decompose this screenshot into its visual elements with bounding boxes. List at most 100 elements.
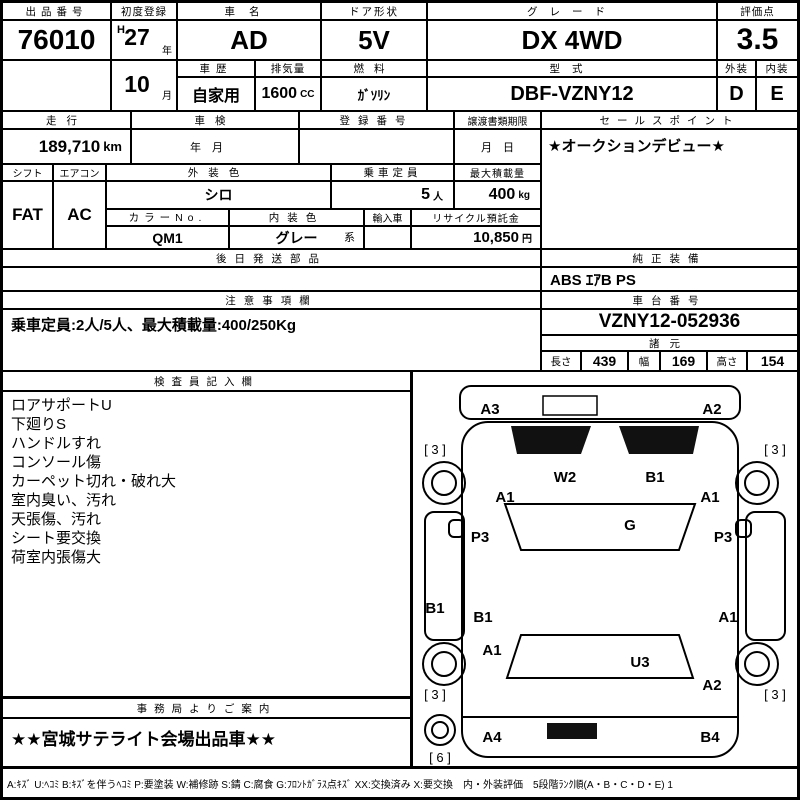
recycle-deposit-cell: 10,850 円 bbox=[412, 227, 540, 248]
office-info-value: ★★宮城サテライト会場出品車★★ bbox=[3, 719, 410, 766]
damage-marker: A1 bbox=[482, 642, 501, 659]
door-shape-value: 5V bbox=[322, 21, 426, 59]
lot-number-label: 出品番号 bbox=[3, 3, 110, 19]
model-code-value: DBF-VZNY12 bbox=[428, 78, 716, 110]
damage-marker: A1 bbox=[700, 489, 719, 506]
right-side-panel bbox=[745, 511, 786, 641]
interior-color-value: グレー bbox=[275, 229, 318, 246]
later-parts-value bbox=[3, 268, 540, 290]
damage-marker: A2 bbox=[702, 677, 721, 694]
later-parts-label: 後日発送部品 bbox=[3, 250, 540, 266]
first-registration-label: 初度登録 bbox=[112, 3, 176, 19]
damage-marker: G bbox=[624, 517, 636, 534]
right-mirror bbox=[735, 519, 752, 538]
car-body bbox=[461, 421, 739, 758]
legend-bar: A:ｷｽﾞ U:ﾍｺﾐ B:ｷｽﾞを伴うﾍｺﾐ P:要塗装 W:補修跡 S:錆 … bbox=[3, 769, 797, 797]
damage-marker: A4 bbox=[482, 729, 502, 746]
inspector-note-item: カーペット切れ・破れ大 bbox=[11, 473, 177, 490]
model-code-label: 型式 bbox=[428, 61, 716, 76]
tread-marker: [ 3 ] bbox=[764, 442, 786, 457]
inspection-expiry-value: 年 月 bbox=[132, 130, 298, 163]
fuel-value: ｶﾞｿﾘﾝ bbox=[322, 78, 426, 110]
chassis-number-value: VZNY12-052936 bbox=[542, 310, 797, 334]
import-car-value bbox=[365, 227, 410, 248]
rear-left-wheel-hub bbox=[431, 651, 457, 677]
tread-marker: [ 6 ] bbox=[429, 750, 451, 765]
car-name-value: AD bbox=[178, 21, 320, 59]
inspector-note-item: シート要交換 bbox=[11, 530, 102, 547]
inspector-note-item: 荷室内張傷大 bbox=[11, 549, 102, 566]
interior-color-cell: グレー 系 bbox=[230, 227, 363, 248]
vehicle-diagram-cell: A3 A2 W2 B1 A1 A1 P3 G P3 B1 B1 A1 A1 U3… bbox=[413, 372, 797, 766]
spare-tire-hub bbox=[431, 721, 449, 739]
grade-value: DX 4WD bbox=[428, 21, 716, 59]
displacement-label: 排気量 bbox=[256, 61, 320, 76]
inspector-note-item: ハンドルすれ bbox=[11, 435, 102, 452]
damage-marker: A1 bbox=[495, 489, 514, 506]
front-bumper bbox=[459, 385, 741, 420]
aircon-label: エアコン bbox=[54, 165, 105, 180]
rear-right-wheel bbox=[735, 642, 779, 686]
door-shape-label: ドア形状 bbox=[322, 3, 426, 19]
damage-marker: P3 bbox=[714, 529, 732, 546]
damage-marker: A1 bbox=[718, 609, 737, 626]
cowl-shade-right bbox=[619, 426, 699, 454]
damage-marker: B1 bbox=[425, 600, 444, 617]
windshield bbox=[503, 503, 697, 551]
inspector-notes-body: ロアサポートU 下廻りS ハンドルすれ コンソール傷 カーペット切れ・破れ大 室… bbox=[3, 392, 410, 696]
front-right-wheel bbox=[735, 461, 779, 505]
damage-marker: B1 bbox=[645, 469, 664, 486]
spare-tire bbox=[424, 714, 456, 746]
specs-label: 諸元 bbox=[542, 336, 797, 350]
inspection-expiry-label: 車検 bbox=[132, 112, 298, 128]
damage-markers: A3 A2 W2 B1 A1 A1 P3 G P3 B1 B1 A1 A1 U3… bbox=[425, 401, 737, 746]
reg-number-value bbox=[300, 130, 453, 163]
displacement-unit: CC bbox=[300, 88, 315, 100]
stamp-box bbox=[3, 61, 110, 110]
genuine-equipment-label: 純正装備 bbox=[542, 250, 797, 266]
front-left-wheel bbox=[422, 461, 466, 505]
damage-marker: U3 bbox=[630, 654, 649, 671]
damage-marker: A2 bbox=[702, 401, 721, 418]
interior-grade-label: 内装 bbox=[757, 61, 797, 76]
inspector-note-item: 室内臭い、汚れ bbox=[11, 492, 117, 509]
tread-marker: [ 3 ] bbox=[424, 687, 446, 702]
tread-marker: [ 3 ] bbox=[424, 442, 446, 457]
max-load-cell: 400 kg bbox=[455, 182, 540, 208]
sales-point-label: セールスポイント bbox=[542, 112, 797, 128]
max-load-value: 400 bbox=[488, 186, 516, 203]
inspector-note-item: コンソール傷 bbox=[11, 454, 102, 471]
exterior-grade-value: D bbox=[718, 78, 755, 110]
exterior-color-value: シロ bbox=[107, 182, 330, 208]
damage-marker: B1 bbox=[473, 609, 492, 626]
lot-number-value: 76010 bbox=[3, 21, 110, 59]
color-no-value: QM1 bbox=[107, 227, 228, 248]
capacity-unit: 人 bbox=[433, 191, 443, 203]
spec-width-label: 幅 bbox=[629, 352, 659, 370]
vehicle-damage-diagram: A3 A2 W2 B1 A1 A1 P3 G P3 B1 B1 A1 A1 U3… bbox=[422, 385, 786, 765]
damage-marker: B4 bbox=[700, 729, 720, 746]
tread-markers: [ 3 ] [ 3 ] [ 3 ] [ 3 ] [ 6 ] bbox=[424, 442, 786, 765]
exterior-grade-label: 外装 bbox=[718, 61, 755, 76]
inspector-note-item: 下廻りS bbox=[11, 416, 67, 433]
sales-point-value: ★オークションデビュー★ bbox=[542, 130, 797, 248]
mileage-value: 189,710 bbox=[38, 136, 101, 156]
tread-marker: [ 3 ] bbox=[764, 687, 786, 702]
front-right-wheel-hub bbox=[744, 470, 770, 496]
rear-license-plate bbox=[547, 723, 597, 739]
transfer-deadline-label: 譲渡書類期限 bbox=[455, 112, 540, 128]
transfer-deadline-value: 月 日 bbox=[455, 130, 540, 163]
spec-length-label: 長さ bbox=[542, 352, 580, 370]
specs-row: 長さ 439 幅 169 高さ 154 bbox=[542, 352, 797, 370]
max-load-label: 最大積載量 bbox=[455, 165, 540, 180]
mileage-cell: 189,710 km bbox=[3, 130, 130, 163]
recycle-deposit-unit: 円 bbox=[522, 234, 532, 245]
cowl-shade-left bbox=[511, 426, 591, 454]
shift-value: FAT bbox=[3, 182, 52, 248]
damage-marker: A3 bbox=[480, 401, 499, 418]
genuine-equipment-value: ABS ｴｱB PS bbox=[542, 268, 797, 290]
shift-label: シフト bbox=[3, 165, 52, 180]
recycle-deposit-label: リサイクル預託金 bbox=[412, 210, 540, 225]
import-car-label: 輸入車 bbox=[365, 210, 410, 225]
